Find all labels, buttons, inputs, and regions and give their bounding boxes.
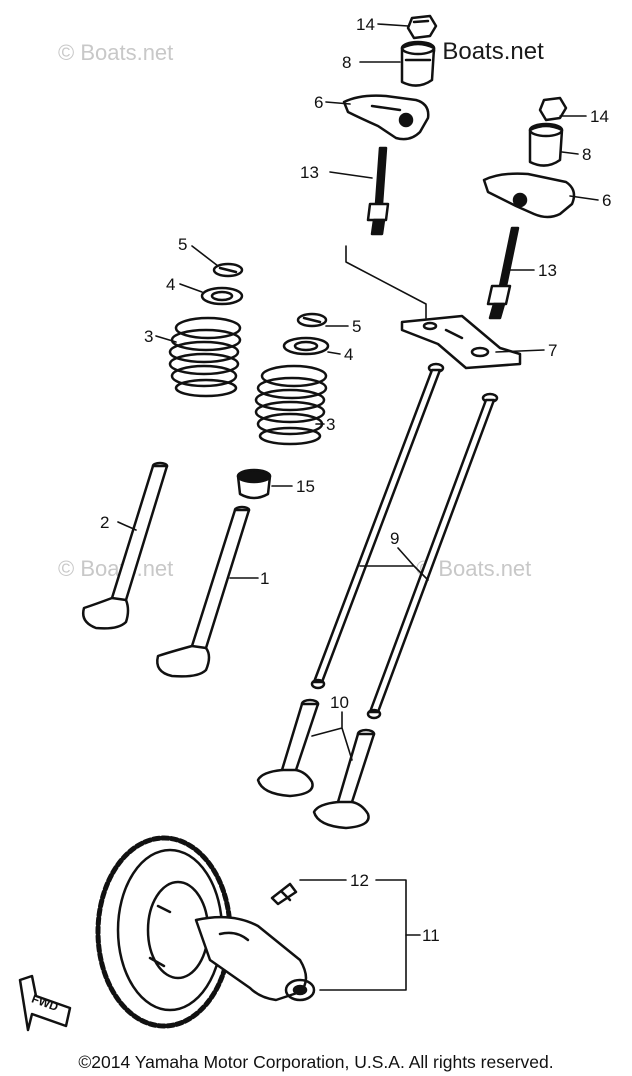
callout-8-top: 8: [342, 53, 351, 72]
guide-line-left: [345, 245, 427, 319]
push-rod-9-left: [310, 362, 445, 690]
rocker-arm-6-left: [342, 94, 430, 141]
callout-13-right: 13: [538, 261, 557, 280]
callout-3-left: 3: [144, 327, 153, 346]
callout-6-left: 6: [314, 93, 323, 112]
callout-6-right: 6: [602, 191, 611, 210]
callout-15: 15: [296, 477, 315, 496]
callout-14-right: 14: [590, 107, 609, 126]
callout-3-right: 3: [326, 415, 335, 434]
callout-8-right: 8: [582, 145, 591, 164]
fwd-arrow-icon: [18, 974, 72, 1032]
guide-plate-7: [400, 314, 522, 370]
callout-5-left: 5: [178, 235, 187, 254]
spring-3-left: [168, 316, 242, 398]
callout-5-right: 5: [352, 317, 361, 336]
callout-4-right: 4: [344, 345, 353, 364]
leader-lines: [117, 23, 599, 991]
callout-7: 7: [548, 341, 557, 360]
adjuster-8-right: [528, 122, 564, 167]
stud-13-left: [366, 146, 390, 236]
retainer-4-left: [200, 286, 244, 306]
watermark-top-left: © Boats.net: [58, 40, 174, 65]
nut-14-right: [538, 96, 568, 122]
valve-1: [156, 505, 251, 678]
tappet-10-left: [256, 698, 320, 798]
copyright-notice: ©2014 Yamaha Motor Corporation, U.S.A. A…: [78, 1052, 554, 1072]
nut-14-top: [406, 14, 438, 40]
spring-3-right: [254, 364, 328, 446]
callout-12: 12: [350, 871, 369, 890]
rocker-arm-6-right: [482, 172, 576, 219]
pin-12: [270, 882, 298, 906]
callout-11: 11: [422, 926, 440, 945]
callout-1: 1: [260, 569, 269, 588]
valve-seal-15: [236, 468, 272, 500]
callout-2: 2: [100, 513, 109, 532]
push-rod-9-right: [366, 392, 499, 720]
stud-13-right: [486, 226, 520, 320]
callout-9: 9: [390, 529, 399, 548]
adjuster-8-top: [400, 40, 436, 87]
cotter-5-left: [212, 262, 244, 278]
retainer-4-right: [282, 336, 330, 356]
callout-4-left: 4: [166, 275, 175, 294]
watermark-middle-left: © Boats.net: [58, 556, 174, 581]
cotter-5-right: [296, 312, 328, 328]
callout-10: 10: [330, 693, 349, 712]
camshaft-gear-11: [95, 835, 316, 1029]
callout-14-top: 14: [356, 15, 375, 34]
callout-13-left: 13: [300, 163, 319, 182]
tappet-10-right: [312, 728, 376, 830]
valve-2: [82, 461, 169, 630]
watermark-top-right: © Boats.net: [418, 38, 544, 65]
